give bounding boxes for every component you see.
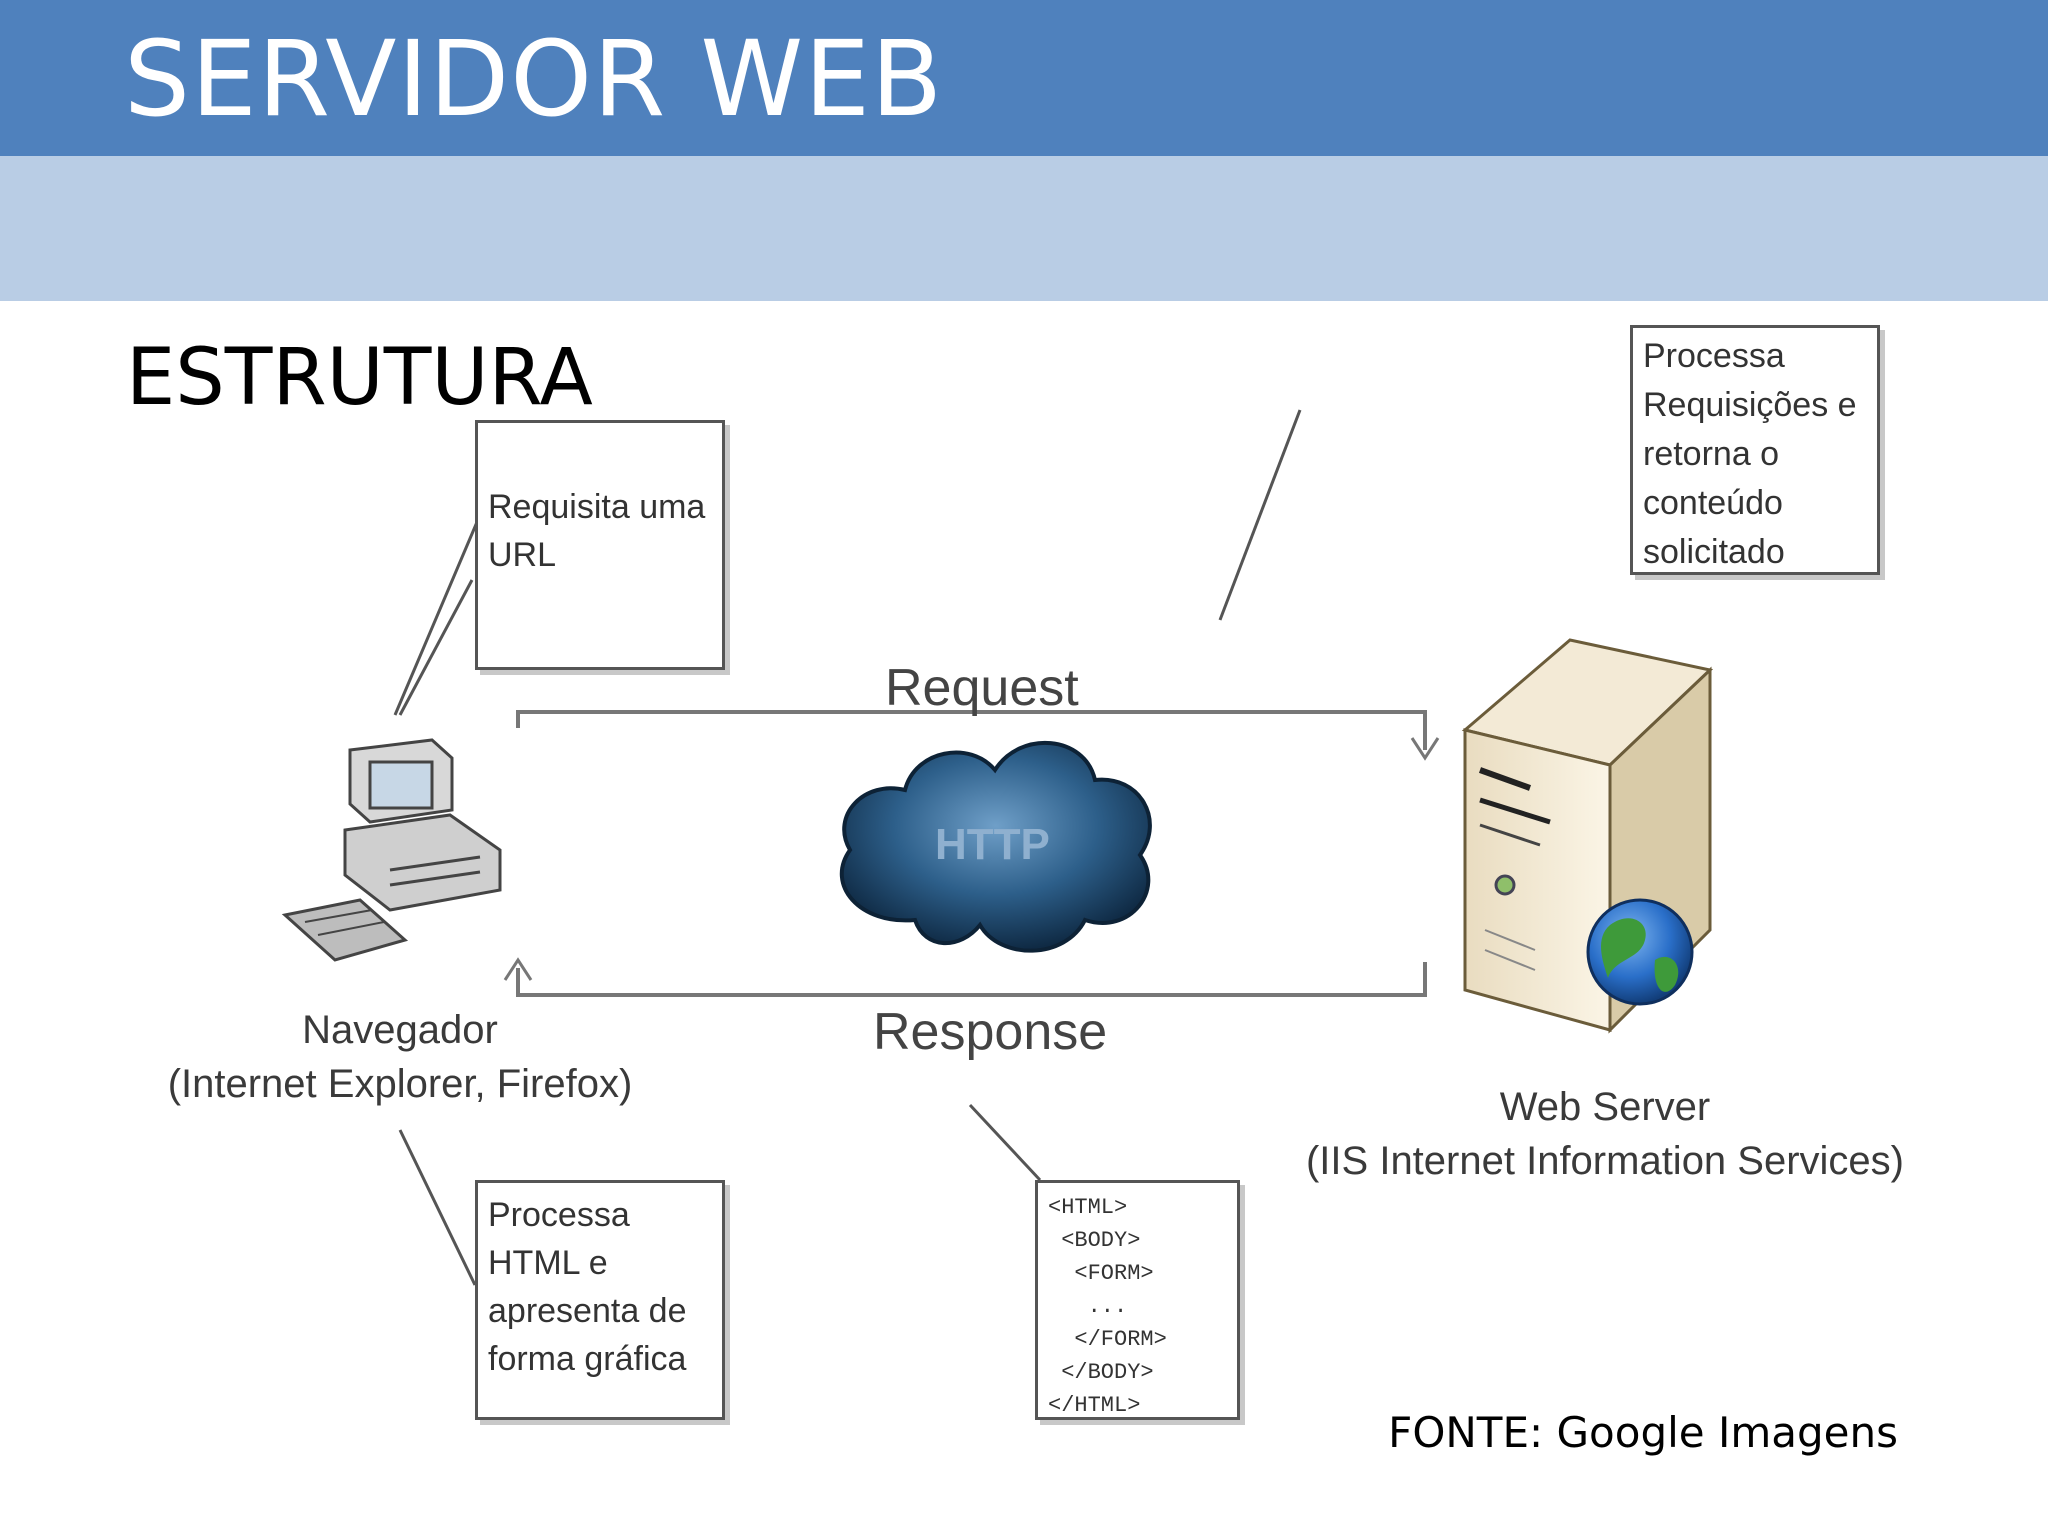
computer-icon <box>281 738 502 962</box>
client-detail: (Internet Explorer, Firefox) <box>167 1062 633 1106</box>
request-arrow <box>516 710 1440 761</box>
server-tower-icon <box>1461 638 1714 1034</box>
html-document: <HTML> <BODY> <FORM> ... </FORM> </BODY>… <box>1035 1180 1240 1420</box>
client-name: Navegador <box>302 1008 498 1052</box>
title-bar: SERVIDOR WEB <box>0 0 2048 156</box>
request-label: Request <box>885 659 1079 717</box>
note-server-processing: Processa Requisições e retorna o conteúd… <box>1630 325 1880 575</box>
diagram-graphics <box>281 409 1714 1286</box>
pointer-server-note <box>1218 409 1302 621</box>
server-name: Web Server <box>1499 1085 1711 1129</box>
client-label: Navegador (Internet Explorer, Firefox) <box>140 1003 660 1111</box>
source-credit: FONTE: Google Imagens <box>1388 1408 1898 1457</box>
slide-subtitle: ESTRUTURA <box>126 333 593 423</box>
subtitle-bar: ESTRUTURA <box>0 156 2048 423</box>
web-server-diagram: HTTP Request Response Requisita uma URL … <box>140 310 1920 1430</box>
response-arrow <box>503 957 1427 997</box>
http-cloud-icon <box>839 740 1152 953</box>
http-label: HTTP <box>935 820 1050 869</box>
server-detail: (IIS Internet Information Services) <box>1305 1139 1904 1183</box>
callout-pointers <box>393 409 1302 1286</box>
pointer-html-doc <box>968 1103 1042 1182</box>
note-request-url: Requisita uma URL <box>475 420 725 670</box>
server-label: Web Server (IIS Internet Information Ser… <box>1290 1080 1920 1188</box>
note-render-html: Processa HTML e apresenta de forma gráfi… <box>475 1180 725 1420</box>
pointer-render-note <box>398 1129 477 1286</box>
pointer-request-note-2 <box>398 579 474 716</box>
response-label: Response <box>873 1003 1108 1061</box>
slide-title: SERVIDOR WEB <box>124 18 944 140</box>
globe-icon <box>1586 898 1694 1006</box>
pointer-request-note <box>393 514 482 716</box>
